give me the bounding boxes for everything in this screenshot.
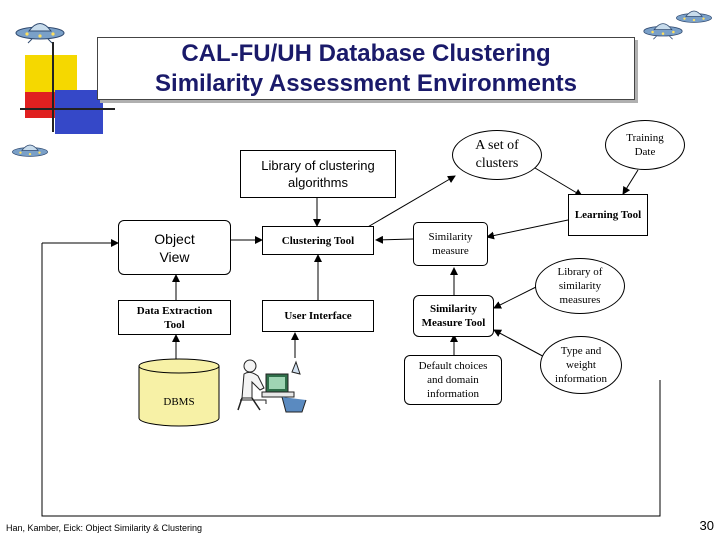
clustering-tool-label: Clustering Tool [281, 234, 355, 247]
library-similarity-measures-label: Library of similarity measures [557, 266, 603, 306]
default-choices-label: Default choices and domain information [418, 360, 488, 400]
ufo-icon [676, 10, 712, 23]
dbms-cylinder-icon [138, 358, 220, 427]
title-box: CAL-FU/UH Database Clustering Similarity… [97, 37, 635, 100]
data-extraction-tool-label: Data Extraction Tool [136, 304, 213, 331]
similarity-measure-label: Similarity measure [428, 231, 473, 257]
deco-horizontal-line [20, 108, 115, 110]
page-number: 30 [699, 518, 714, 533]
dbms-label: DBMS [163, 396, 195, 408]
ufo-icon [15, 23, 65, 44]
object-view-node: Object View [118, 220, 231, 275]
learning-tool-node: Learning Tool [568, 194, 648, 236]
training-date-label: Training Date [626, 132, 664, 158]
deco-red-square [25, 92, 55, 118]
title-line-2: Similarity Assessment Environments [155, 70, 577, 97]
ufo-icon [12, 144, 48, 157]
similarity-measure-tool-label: Similarity Measure Tool [421, 303, 486, 329]
set-of-clusters-node: A set of clusters [452, 130, 542, 180]
training-date-node: Training Date [605, 120, 685, 170]
object-view-label: Object View [154, 230, 195, 265]
person-at-computer-icon [237, 359, 307, 413]
ufo-icon [643, 23, 683, 40]
similarity-measure-tool-node: Similarity Measure Tool [413, 295, 494, 337]
type-weight-information-label: Type and weight information [555, 345, 607, 385]
library-similarity-measures-node: Library of similarity measures [535, 258, 625, 314]
deco-vertical-line [52, 42, 54, 132]
user-interface-node: User Interface [262, 300, 374, 332]
learning-tool-label: Learning Tool [574, 209, 642, 221]
title-line-1: CAL-FU/UH Database Clustering [181, 40, 551, 67]
similarity-measure-node: Similarity measure [413, 222, 488, 266]
clustering-tool-node: Clustering Tool [262, 226, 374, 255]
type-weight-information-node: Type and weight information [540, 336, 622, 394]
footer-citation: Han, Kamber, Eick: Object Similarity & C… [6, 523, 203, 533]
user-interface-label: User Interface [284, 310, 352, 322]
library-clustering-algorithms-node: Library of clustering algorithms [240, 150, 396, 198]
set-of-clusters-label: A set of clusters [475, 138, 519, 171]
data-extraction-tool-node: Data Extraction Tool [118, 300, 231, 335]
library-clustering-algorithms-label: Library of clustering algorithms [261, 158, 375, 190]
default-choices-node: Default choices and domain information [404, 355, 502, 405]
deco-blue-square [55, 90, 103, 134]
